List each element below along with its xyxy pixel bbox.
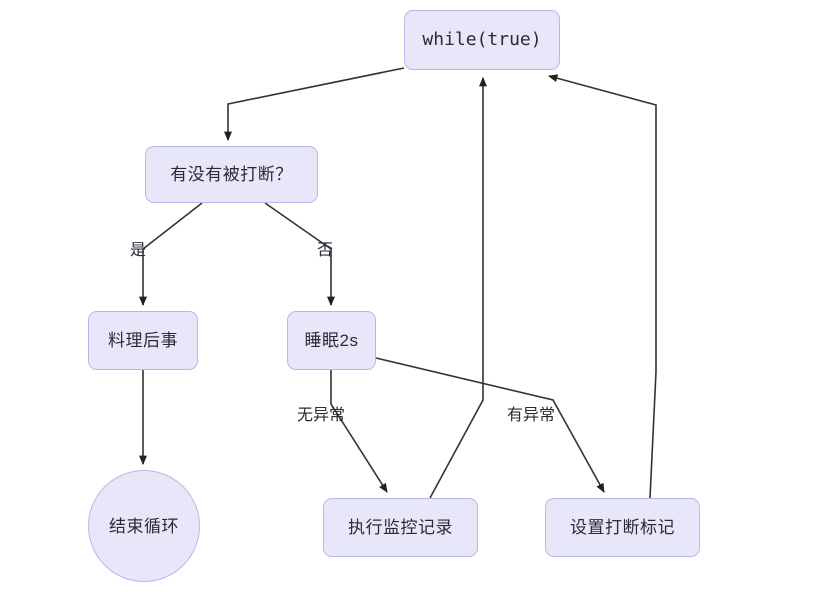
node-label: 有没有被打断？ [170, 165, 293, 184]
node-label: while(true) [422, 29, 542, 50]
node-set-interrupt-flag[interactable]: 设置打断标记 [545, 498, 700, 557]
edge-sleep-to-flag [375, 357, 605, 493]
node-label: 睡眠2s [304, 331, 359, 350]
node-monitor-record[interactable]: 执行监控记录 [323, 498, 478, 557]
node-label: 结束循环 [109, 516, 179, 536]
node-end-loop[interactable]: 结束循环 [88, 470, 200, 582]
node-label: 料理后事 [108, 331, 178, 350]
edge-sleep-to-monitor [330, 370, 388, 493]
edge-flag-to-loop [547, 74, 657, 499]
node-sleep[interactable]: 睡眠2s [287, 311, 376, 370]
edge-loop-to-check [224, 67, 405, 142]
node-while-true[interactable]: while(true) [404, 10, 560, 70]
edge-monitor-to-loop [429, 76, 487, 499]
edge-check-to-cleanup [139, 202, 203, 307]
node-label: 执行监控记录 [348, 518, 453, 537]
edge-label-no: 否 [317, 242, 334, 259]
edge-label-yes: 是 [130, 242, 147, 259]
node-cleanup[interactable]: 料理后事 [88, 311, 198, 370]
edge-label-no-exception: 无异常 [297, 407, 346, 424]
node-label: 设置打断标记 [570, 518, 675, 537]
edge-check-to-sleep [264, 202, 335, 307]
edge-label-has-exception: 有异常 [507, 407, 556, 424]
node-interrupt-check[interactable]: 有没有被打断？ [145, 146, 318, 203]
